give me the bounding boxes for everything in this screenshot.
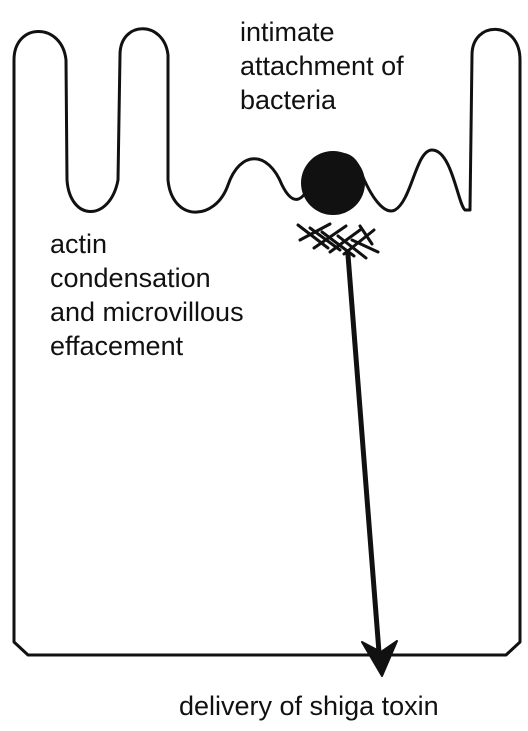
label-line: bacteria	[240, 83, 404, 117]
label-line: attachment of	[240, 49, 404, 83]
bacterium	[301, 151, 365, 215]
label-line: condensation	[50, 261, 244, 295]
label-intimate-attachment: intimate attachment of bacteria	[240, 15, 404, 117]
label-line: effacement	[50, 329, 244, 363]
actin-condensation-marks	[298, 224, 378, 258]
label-shiga-toxin-delivery: delivery of shiga toxin	[179, 689, 439, 723]
label-line: and microvillous	[50, 295, 244, 329]
label-actin-condensation: actin condensation and microvillous effa…	[50, 227, 244, 363]
toxin-delivery-arrow	[348, 255, 380, 665]
label-line: actin	[50, 227, 244, 261]
label-line: intimate	[240, 15, 404, 49]
